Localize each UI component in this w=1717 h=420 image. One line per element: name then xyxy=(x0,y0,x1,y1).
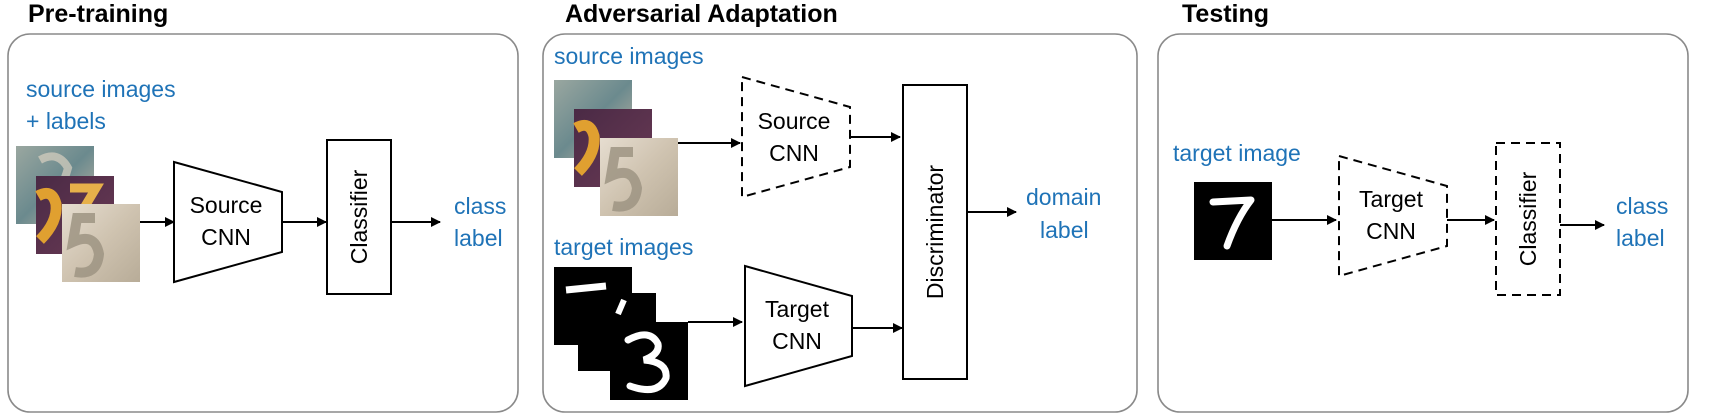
adversarial-panel: Adversarial Adaptation source images Sou… xyxy=(542,0,1138,413)
source-cnn-label-line1: Source xyxy=(190,192,263,218)
domain-label-line1: domain xyxy=(1026,184,1101,210)
class-label-line2: label xyxy=(454,225,503,251)
target-cnn-label-line1: Target xyxy=(1359,186,1424,212)
source-cnn-label-line2: CNN xyxy=(201,224,251,250)
source-images-label: source images xyxy=(554,43,704,69)
target-cnn-label-line2: CNN xyxy=(1366,218,1416,244)
class-label-line1: class xyxy=(454,193,506,219)
domain-label-line2: label xyxy=(1040,217,1089,243)
target-image-label: target image xyxy=(1173,140,1301,166)
target-image-thumb xyxy=(1194,182,1272,260)
class-label-line2: label xyxy=(1616,225,1665,251)
testing-panel: Testing target image Target CNN Classifi… xyxy=(1157,0,1689,413)
labels-label: + labels xyxy=(26,108,106,134)
source-images-label: source images xyxy=(26,76,176,102)
target-cnn-label-line1: Target xyxy=(765,296,830,322)
source-image-stack xyxy=(16,146,140,282)
classifier-label: Classifier xyxy=(1515,171,1541,266)
classifier-label: Classifier xyxy=(346,169,372,264)
target-images-label: target images xyxy=(554,234,693,260)
target-cnn-label-line2: CNN xyxy=(772,328,822,354)
pretraining-panel: Pre-training source images + labels Sour… xyxy=(7,0,519,413)
source-cnn-label-line1: Source xyxy=(758,108,831,134)
classifier-box-dashed xyxy=(1495,142,1561,296)
source-cnn-label-line2: CNN xyxy=(769,140,819,166)
discriminator-label: Discriminator xyxy=(922,165,948,300)
source-image-stack xyxy=(554,80,678,216)
target-image xyxy=(1194,182,1272,260)
class-label-line1: class xyxy=(1616,193,1668,219)
target-image-stack xyxy=(554,267,688,400)
discriminator-box xyxy=(902,84,968,380)
pretraining-title: Pre-training xyxy=(28,0,168,28)
adversarial-title: Adversarial Adaptation xyxy=(565,0,838,28)
source-cnn-encoder-dashed xyxy=(741,75,851,199)
target-cnn-encoder-dashed xyxy=(1338,154,1448,278)
target-cnn-encoder xyxy=(744,264,853,388)
classifier-box xyxy=(326,139,392,295)
source-cnn-encoder xyxy=(173,160,283,284)
testing-title: Testing xyxy=(1182,0,1269,28)
adversarial-frame xyxy=(542,33,1138,413)
